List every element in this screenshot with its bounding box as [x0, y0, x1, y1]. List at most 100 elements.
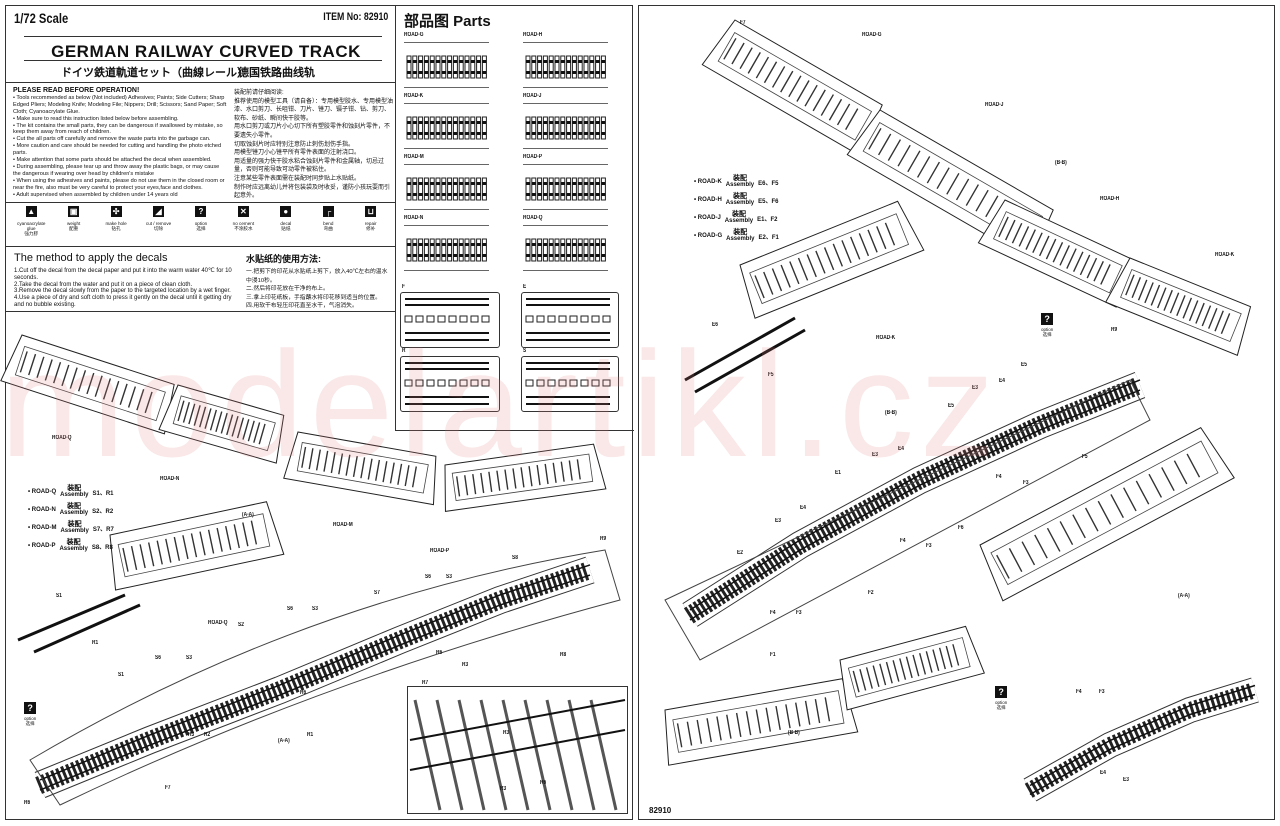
part-number-label: F7: [740, 20, 746, 26]
assembly-road: • ROAD-P: [28, 543, 56, 549]
assembly-parts: S7、R7: [92, 526, 114, 533]
part-number-label: ROAD-Q: [52, 435, 72, 441]
sprue-frame: [521, 292, 619, 348]
road-part-drawing: [523, 225, 608, 271]
part-number-label: R7: [422, 680, 429, 686]
inset-sleeper: [501, 699, 530, 811]
legend-label: cut / remove: [145, 221, 172, 226]
track-assembly: [34, 556, 595, 798]
part-number-label: E1: [835, 470, 841, 476]
part-number-label: F1: [770, 652, 776, 658]
assembly-cn: 装配: [731, 211, 746, 218]
product-title: GERMAN RAILWAY CURVED TRACK: [51, 42, 361, 61]
assembly-road: • ROAD-G: [694, 233, 723, 239]
legend-label-cn: 不涂胶水: [234, 226, 253, 231]
option-label: option: [995, 700, 1008, 705]
warning-item-cn: 用模型锉刀小心锉平所有零件表面的注射浇口。: [234, 150, 361, 157]
part-number-label: R6: [24, 800, 31, 806]
part-label: ROAD-J: [523, 93, 542, 99]
part-number-label: F3: [796, 610, 802, 616]
road-part-drawing: [404, 164, 489, 210]
part-number-label: S2: [238, 622, 244, 628]
part-number-label: E4: [800, 505, 806, 511]
sprue-frame: [400, 292, 500, 348]
question-mark-icon: ?: [24, 702, 37, 714]
sleeper-row: [525, 116, 606, 140]
part-number-label: (B-B): [885, 410, 897, 416]
legend-label-cn: 弯曲: [323, 226, 333, 231]
assembly-en: Assembly: [726, 236, 755, 242]
part-number-label: ROAD-G: [862, 32, 882, 38]
assembly-parts: E5、F6: [758, 198, 779, 205]
title-chinese: 德国铁路曲线轨: [238, 67, 315, 79]
warning-item: • Make sure to read this instruction lis…: [13, 115, 179, 122]
sleeper-row: [525, 177, 606, 201]
legend-glyph-icon: ◢: [153, 206, 165, 217]
legend-label-cn: 钻孔: [111, 226, 121, 231]
road-part-drawing: [404, 42, 489, 88]
part-number-label: F4: [996, 474, 1002, 480]
legend-label: bend: [323, 221, 334, 226]
part-number-label: ROAD-K: [876, 335, 896, 341]
option-label: option: [1041, 327, 1054, 332]
warning-item: • Cut the all parts off carefully and re…: [13, 136, 211, 143]
part-number-label: F3: [1099, 689, 1105, 695]
warning-item: • Make attention that some parts should …: [13, 157, 212, 164]
part-number-label: F3: [1023, 480, 1029, 486]
assembly-cn: 装配: [67, 521, 82, 528]
warnings-heading-cn: 装配前请仔细阅读:: [234, 90, 284, 96]
assembly-en: Assembly: [725, 200, 755, 206]
part-number-label: R3: [500, 786, 507, 792]
part-number-label: S1: [56, 593, 62, 599]
assembly-road: • ROAD-M: [28, 525, 57, 531]
decals-heading: The method to apply the decals: [14, 252, 168, 264]
assembly-cn: 装配: [732, 193, 747, 200]
inset-sleeper: [413, 699, 442, 811]
assembly-en: Assembly: [59, 510, 89, 516]
question-mark-icon: ?: [1041, 313, 1054, 325]
road-bed-outline: [29, 549, 621, 806]
title-japanese: ドイツ鉄道軌道セット（曲線レール）: [61, 67, 248, 79]
part-number-label: S8: [512, 555, 518, 561]
option-label-cn: 选择: [25, 721, 35, 726]
part-number-label: F5: [768, 372, 774, 378]
warning-item-cn: 注意某些零件表面需在装配时同步贴上水贴纸。: [234, 175, 361, 182]
assembly-road: • ROAD-Q: [28, 489, 57, 495]
right-instruction-page: 82910: [638, 5, 1275, 820]
part-number-label: ROAD-Q: [208, 620, 228, 626]
warning-item: • More caution and care should be needed…: [13, 143, 222, 157]
assembly-road-name: ROAD-G: [697, 233, 723, 239]
part-number-label: F4: [900, 538, 906, 544]
part-number-label: (B-B): [1055, 160, 1067, 166]
warning-item: • When using the adhesives and paints, p…: [13, 177, 225, 191]
part-number-label: E2: [737, 550, 743, 556]
assembly-road-name: ROAD-M: [31, 525, 57, 531]
road-bed-tray: [283, 431, 437, 506]
assembly-parts: E2、F1: [758, 234, 779, 241]
road-bed-tray: [1104, 257, 1252, 356]
part-number-label: (B-B): [788, 730, 800, 736]
decals-heading-cn: 水贴纸的使用方法:: [246, 254, 321, 264]
legend-label: cyanoacrylate glue: [17, 221, 46, 231]
part-number-label: ROAD-P: [430, 548, 449, 554]
assembly-parts: S1、R1: [92, 490, 114, 497]
part-number-label: F3: [926, 543, 932, 549]
assembly-road: • ROAD-J: [694, 215, 721, 221]
part-number-label: E6: [712, 322, 718, 328]
legend-glyph-icon: ▲: [25, 206, 37, 217]
